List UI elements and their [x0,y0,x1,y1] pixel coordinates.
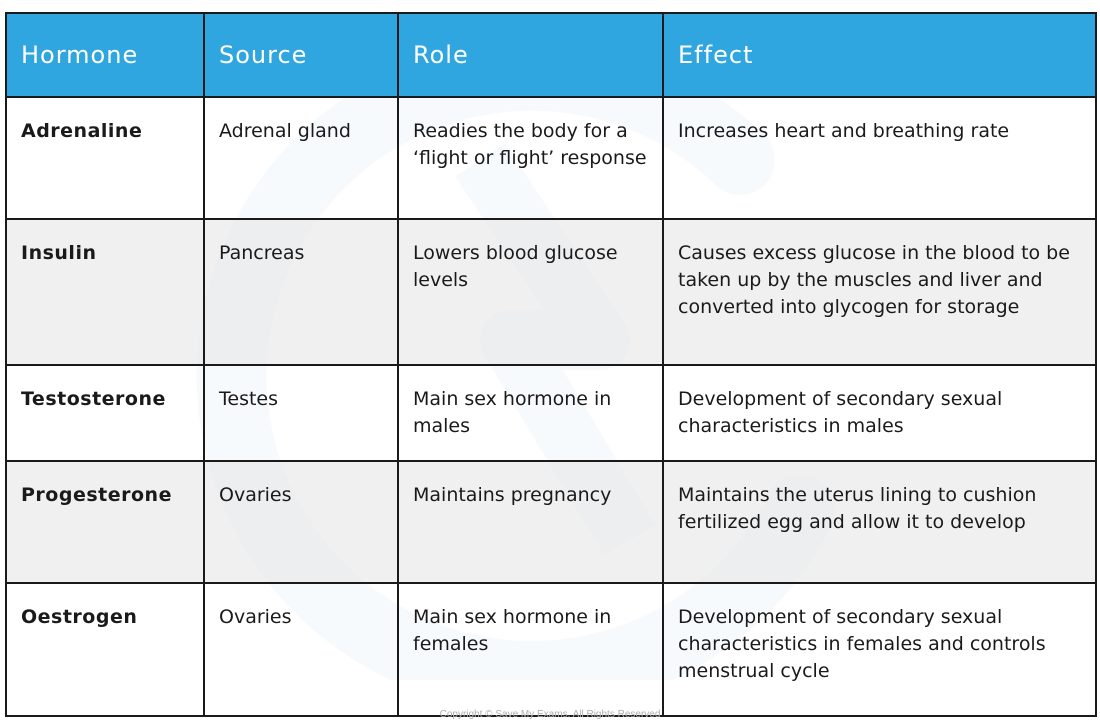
header-effect: Effect [662,12,1097,98]
source-cell: Ovaries [203,582,399,717]
table-row: Insulin Pancreas Lowers blood glucose le… [5,218,1097,366]
header-role: Role [397,12,664,98]
table-row: Adrenaline Adrenal gland Readies the bod… [5,96,1097,220]
hormones-table: Hormone Source Role Effect Adrenaline Ad… [5,12,1097,717]
table-row: Oestrogen Ovaries Main sex hormone in fe… [5,582,1097,717]
effect-cell: Causes excess glucose in the blood to be… [662,218,1097,366]
hormone-cell: Oestrogen [5,582,205,717]
role-cell: Main sex hormone in females [397,582,664,717]
effect-cell: Development of secondary sexual characte… [662,582,1097,717]
role-cell: Main sex hormone in males [397,364,664,462]
role-cell: Readies the body for a ‘flight or flight… [397,96,664,220]
copyright-notice: Copyright © Save My Exams. All Rights Re… [439,709,661,720]
header-row: Hormone Source Role Effect [5,12,1097,98]
role-cell: Maintains pregnancy [397,460,664,584]
header-source: Source [203,12,399,98]
source-cell: Ovaries [203,460,399,584]
effect-cell: Development of secondary sexual characte… [662,364,1097,462]
source-cell: Adrenal gland [203,96,399,220]
hormone-cell: Adrenaline [5,96,205,220]
hormone-cell: Testosterone [5,364,205,462]
effect-cell: Increases heart and breathing rate [662,96,1097,220]
effect-cell: Maintains the uterus lining to cushion f… [662,460,1097,584]
source-cell: Pancreas [203,218,399,366]
table-row: Testosterone Testes Main sex hormone in … [5,364,1097,462]
hormone-cell: Insulin [5,218,205,366]
hormone-cell: Progesterone [5,460,205,584]
role-cell: Lowers blood glucose levels [397,218,664,366]
header-hormone: Hormone [5,12,205,98]
table-row: Progesterone Ovaries Maintains pregnancy… [5,460,1097,584]
source-cell: Testes [203,364,399,462]
